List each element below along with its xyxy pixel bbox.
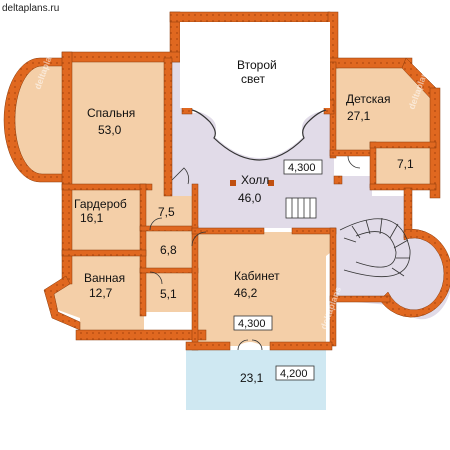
door [347, 155, 361, 169]
closet-area: 6,8 [160, 243, 177, 257]
wall [139, 267, 199, 274]
wall [61, 183, 153, 191]
bathroom-area: 12,7 [89, 286, 113, 300]
bathroom-fill [50, 256, 144, 336]
wall [269, 341, 333, 351]
wall [185, 341, 231, 351]
wall [191, 227, 265, 235]
wardrobe-area: 16,1 [80, 211, 104, 225]
walls [3, 11, 450, 351]
spiral-stair [339, 217, 411, 277]
balcony-level: 4,200 [280, 368, 308, 380]
second-light-void [180, 22, 330, 108]
hall-name: Холл [241, 173, 269, 187]
wall [75, 329, 207, 341]
door [149, 217, 163, 231]
study-area: 46,2 [234, 286, 258, 300]
bedroom-area: 53,0 [98, 123, 122, 137]
study-level: 4,300 [238, 318, 266, 330]
wall [327, 57, 413, 69]
nursery-area: 27,1 [347, 109, 371, 123]
corridor-area: 7,5 [158, 205, 175, 219]
wall [61, 249, 147, 257]
hall-area: 46,0 [238, 191, 262, 205]
hall-level: 4,300 [288, 162, 316, 174]
door [171, 167, 190, 185]
wardrobe-fill [68, 188, 144, 252]
wall [291, 227, 337, 235]
column [268, 180, 274, 186]
nursery-fill [330, 62, 432, 155]
second-light-label-2: свет [241, 72, 266, 86]
closet-fill [144, 230, 194, 268]
second-light-label-1: Второй [237, 58, 277, 72]
hall-stairs [285, 197, 317, 219]
wall [333, 175, 343, 185]
door [149, 271, 163, 285]
nursery-bath-area: 7,1 [397, 157, 414, 171]
wall [139, 225, 199, 232]
wc-area: 5,1 [160, 287, 177, 301]
hall-fill [170, 58, 372, 228]
site-label: deltaplans.ru [2, 3, 59, 14]
nursery-bath-fill [372, 146, 432, 186]
wall [329, 295, 391, 303]
stair-area-fill [334, 196, 450, 320]
second-light-edge [191, 109, 327, 161]
bedroom-fill [8, 58, 170, 198]
nursery-name: Детская [346, 92, 390, 106]
doors [149, 155, 361, 351]
wall [329, 227, 337, 347]
wall [329, 149, 375, 157]
door [237, 339, 263, 351]
study-fill [194, 232, 334, 346]
wall [61, 51, 181, 63]
wall [369, 141, 377, 189]
wardrobe-name: Гардероб [74, 197, 127, 211]
wc-fill [144, 272, 194, 312]
bedroom-name: Спальня [87, 106, 135, 120]
wall [169, 11, 331, 23]
wall [163, 57, 173, 197]
balcony-level-box [275, 365, 315, 381]
room-fills [8, 58, 450, 410]
wall [61, 51, 73, 285]
hall-level-box [283, 159, 323, 175]
wall [191, 183, 199, 351]
door [191, 231, 207, 247]
wall [369, 183, 437, 191]
balcony-fill [186, 350, 326, 410]
wall [369, 141, 437, 149]
wall [43, 275, 81, 331]
bathroom-name: Ванная [84, 271, 125, 285]
study-name: Кабинет [234, 269, 280, 283]
study-level-box [233, 315, 273, 331]
column [230, 180, 236, 186]
balcony-area: 23,1 [240, 371, 264, 385]
